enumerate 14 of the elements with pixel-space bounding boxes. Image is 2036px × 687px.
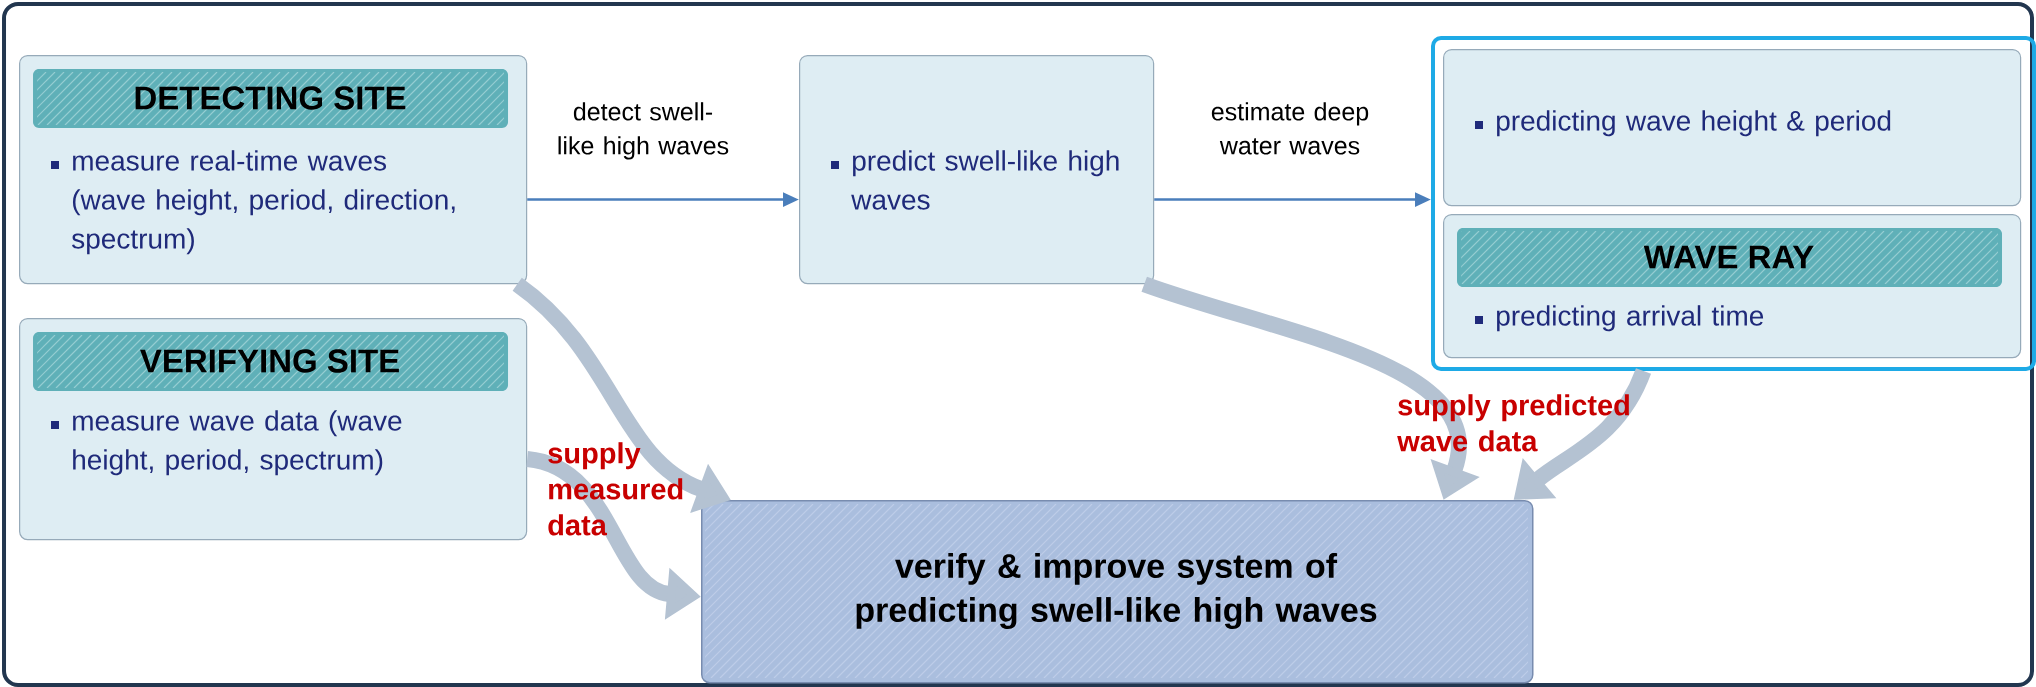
bullet-text: predict swell-like high waves — [831, 150, 1119, 210]
bullet-text: measure wave data (wave height, period, spectrum) — [51, 410, 402, 476]
result-box: verify & improve system of predicting swell-like high waves — [701, 500, 1534, 684]
group-frame — [1431, 36, 2036, 371]
edge-label: supply predicted wave data — [1397, 394, 1629, 452]
edge-label: detect swell-like high waves — [558, 102, 729, 160]
bullet-text: measure real-time waves (wave height, period, direction, spectrum) — [51, 150, 455, 255]
heading-bar: VERIFYING SITE — [33, 332, 508, 391]
edge-label: estimate deep water waves — [1211, 102, 1369, 155]
bullet-text: predicting wave height & period — [1475, 110, 1891, 137]
heading-bar: WAVE RAY — [1457, 228, 2002, 287]
bullet-text: predicting arrival time — [1475, 305, 1764, 332]
heading-bar: DETECTING SITE — [33, 69, 508, 128]
edge-label: supply measured data — [548, 442, 683, 536]
